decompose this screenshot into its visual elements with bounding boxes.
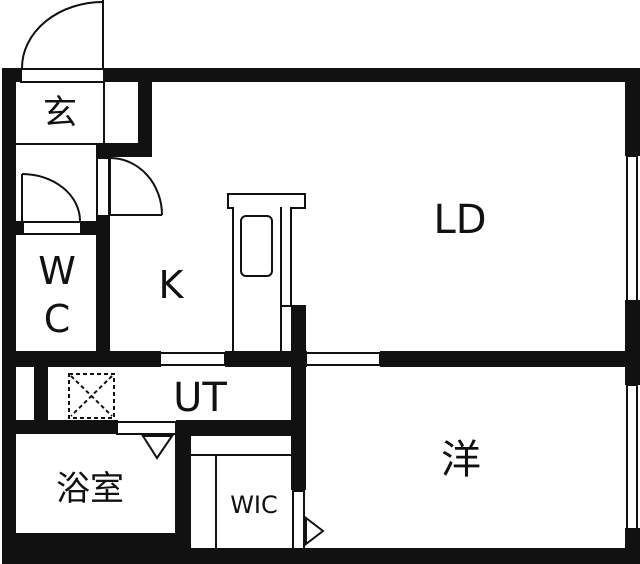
entrance-door-icon (21, 0, 104, 69)
outer-wall-right-top (625, 68, 640, 156)
wall-ut-left-pillar (32, 365, 48, 425)
bath-door-triangle-icon (141, 435, 174, 460)
wall-bath-bottom (16, 533, 191, 553)
entrance-threshold (20, 68, 105, 83)
wall-bath-wic (175, 430, 191, 560)
wic-shelf-line (191, 454, 291, 456)
label-western-room: 洋 (441, 437, 481, 483)
label-walk-in-closet: WIC (230, 491, 278, 519)
label-wc-w: W (38, 249, 76, 293)
entrance-closet (103, 81, 140, 144)
wall-k-ut-left (16, 351, 161, 367)
wall-wic-western-vertical (291, 430, 306, 490)
wall-wc-top-left (16, 221, 24, 235)
wall-entrance-closet-bottom (96, 143, 152, 157)
wall-ut-bottom-right (176, 420, 306, 436)
label-utility: UT (173, 375, 227, 421)
entrance-step-line (16, 143, 98, 145)
window-ld (626, 155, 638, 302)
wc-door-threshold (22, 221, 82, 235)
outer-wall-top (103, 68, 640, 82)
label-bathroom: 浴室 (56, 469, 124, 509)
wall-k-ld-vertical (291, 305, 306, 432)
sink-icon (240, 215, 273, 277)
kitchen-door-icon (109, 157, 163, 216)
wall-wc-top-right (80, 221, 110, 235)
washing-machine-icon (68, 373, 115, 419)
window-western (626, 384, 638, 530)
outer-wall-right-bottom (625, 528, 640, 564)
ut-left-niche (16, 367, 34, 422)
wic-hanger-line (215, 455, 217, 549)
label-entrance: 玄 (43, 93, 77, 133)
wic-door-jamb (292, 490, 305, 550)
wc-door-icon (21, 173, 81, 222)
wall-ut-bottom-left (16, 420, 118, 434)
label-kitchen: K (158, 263, 184, 307)
label-wc-c: C (43, 297, 71, 341)
wall-ld-western (380, 351, 640, 367)
wall-k-ut-right (225, 351, 307, 367)
wall-wc-right (96, 215, 110, 355)
label-living-dining: LD (433, 197, 487, 243)
wall-entrance-closet-right (138, 80, 152, 157)
wic-door-triangle-icon (305, 515, 325, 547)
outer-wall-left (2, 68, 16, 564)
